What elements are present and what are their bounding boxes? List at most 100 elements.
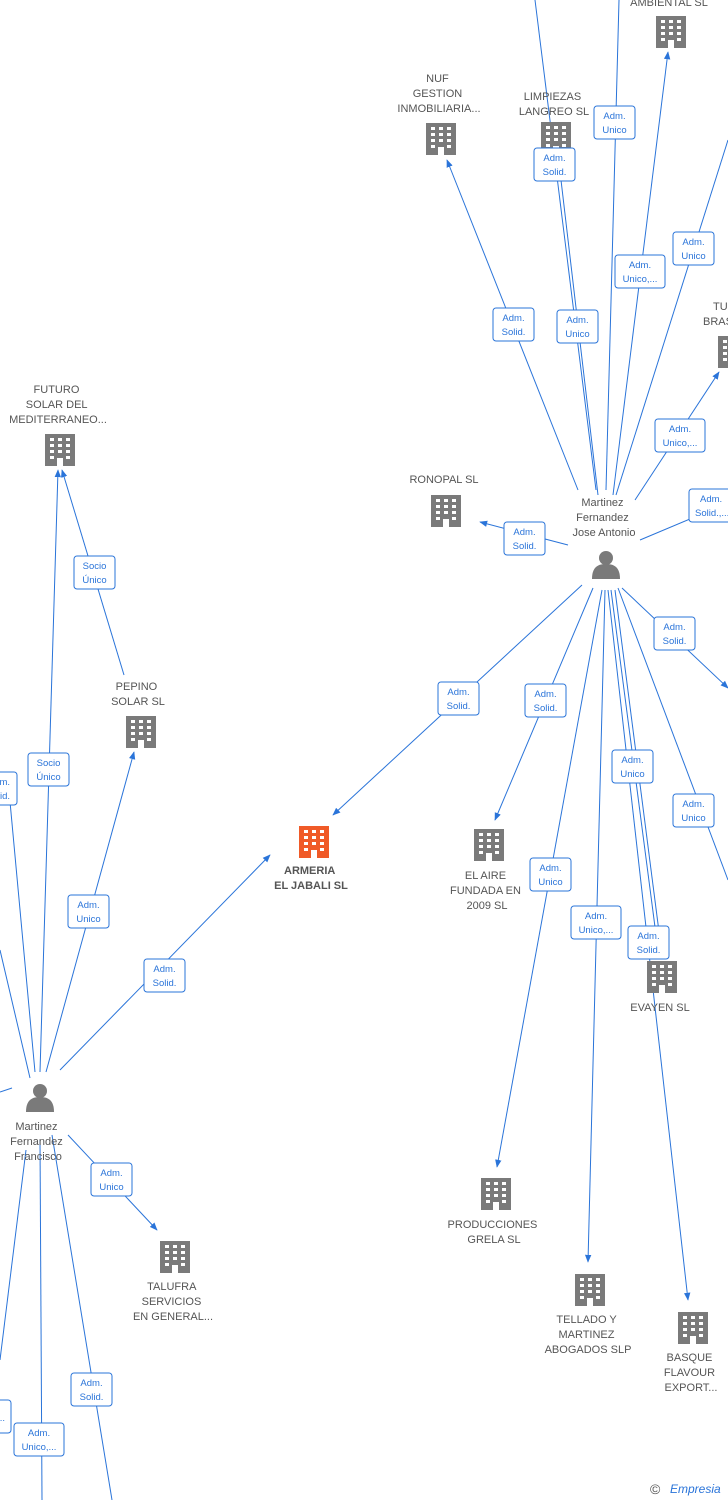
edge-label[interactable]: Adm.Solid. bbox=[143, 958, 186, 993]
edge-label[interactable]: Adm.Solid. bbox=[533, 147, 576, 182]
label-line: Adm. bbox=[80, 1378, 102, 1389]
edge-label[interactable]: Adm.Unico bbox=[593, 105, 636, 140]
company-node[interactable]: PEPINO SOLAR SL bbox=[111, 681, 165, 748]
label-line: Adm. bbox=[682, 799, 704, 810]
label-line: Martinez bbox=[15, 1121, 57, 1133]
edge-label[interactable]: Adm.Unico bbox=[611, 749, 654, 784]
label-line: NUF bbox=[426, 73, 449, 85]
company-node[interactable]: PRODUCCIONES GRELA SL bbox=[448, 1178, 541, 1246]
edge-label-text: Adm.Unico bbox=[681, 237, 705, 262]
edge-label-text: Adm.Unico,... bbox=[579, 911, 614, 936]
edge-label[interactable]: Adm.Solid. bbox=[70, 1372, 113, 1407]
label-line: Unico,... bbox=[579, 925, 614, 936]
label-line: EVAYEN SL bbox=[630, 1002, 690, 1014]
edge-label-text: Adm.Unico bbox=[565, 315, 589, 340]
building-icon bbox=[481, 1178, 511, 1210]
label-line: ABOGADOS SLP bbox=[545, 1344, 632, 1356]
focus-building-icon bbox=[299, 826, 329, 858]
label-line: Solid. bbox=[543, 167, 567, 178]
label-line: ARMERIA bbox=[284, 865, 335, 877]
person-node[interactable]: Martinez Fernandez Francisco bbox=[10, 1084, 66, 1163]
focus-company-node[interactable]: ARMERIA EL JABALI SL bbox=[274, 826, 348, 892]
edge-label[interactable]: ... bbox=[0, 1399, 12, 1434]
edge-label-text: m.lid. bbox=[0, 777, 10, 802]
building-icon bbox=[45, 434, 75, 466]
edge-label-text: Adm.Unico bbox=[681, 799, 705, 824]
company-label: LIMPIEZAS LANGREO SL bbox=[519, 91, 589, 118]
edge-label[interactable]: Adm.Solid. bbox=[437, 681, 480, 716]
edge-label-text: Adm. Unico bbox=[76, 900, 100, 925]
label-line: Adm. bbox=[153, 964, 175, 975]
edge-label[interactable]: Adm.Unico,... bbox=[570, 905, 622, 940]
company-node[interactable]: FUTURO SOLAR DEL MEDITERRANEO... bbox=[9, 384, 107, 466]
person-node[interactable]: Martinez Fernandez Jose Antonio bbox=[573, 497, 636, 579]
edge-label[interactable]: Adm.Solid. bbox=[653, 616, 696, 651]
label-line: Unico,... bbox=[663, 438, 698, 449]
edge-label[interactable]: Adm.Solid. bbox=[503, 521, 546, 556]
company-node[interactable]: TU BRAS bbox=[703, 301, 728, 368]
label-line: ... bbox=[0, 1413, 5, 1424]
edge-label[interactable]: Adm.Unico,... bbox=[13, 1422, 65, 1457]
label-line: Unico bbox=[681, 251, 705, 262]
label-line: EN GENERAL... bbox=[133, 1311, 213, 1323]
company-node[interactable]: BASQUE FLAVOUR EXPORT... bbox=[664, 1312, 718, 1394]
edge-label[interactable]: Adm.Solid. bbox=[492, 307, 535, 342]
edge-line bbox=[615, 139, 728, 496]
company-node[interactable]: NUF GESTION INMOBILIARIA... bbox=[397, 73, 481, 155]
edge-label[interactable]: Adm.Solid. bbox=[524, 683, 567, 718]
company-node[interactable]: LIMPIEZAS LANGREO SL bbox=[519, 91, 589, 154]
label-line: SOLAR SL bbox=[111, 696, 165, 708]
edge-label[interactable]: Adm. Unico bbox=[67, 894, 110, 929]
edge-label[interactable]: Adm.Unico,... bbox=[654, 418, 706, 453]
edge-label[interactable]: Adm.Solid. bbox=[627, 925, 670, 960]
label-line: Único bbox=[82, 575, 106, 586]
edge-line bbox=[534, 0, 597, 491]
label-line: Adm. bbox=[534, 689, 556, 700]
edge-line bbox=[0, 949, 31, 1079]
edge-label[interactable]: Adm.Unico bbox=[556, 309, 599, 344]
label-line: TELLADO Y bbox=[556, 1314, 617, 1326]
label-line: Fernandez bbox=[576, 512, 629, 524]
copyright-symbol: © bbox=[650, 1481, 661, 1497]
company-node[interactable]: RONOPAL SL bbox=[409, 474, 479, 527]
edge-label[interactable]: Adm.Unico,... bbox=[614, 254, 666, 289]
edge-label[interactable]: Adm.Unico bbox=[529, 857, 572, 892]
label-line: Socio bbox=[83, 561, 107, 572]
label-line: Solid. bbox=[637, 945, 661, 956]
company-node[interactable]: EL AIRE FUNDADA EN 2009 SL bbox=[450, 829, 524, 912]
building-icon bbox=[718, 336, 728, 368]
edge-label-text: Adm.Unico bbox=[620, 755, 644, 780]
label-line: m. bbox=[0, 777, 10, 788]
label-line: Unico bbox=[602, 125, 626, 136]
person-icon bbox=[26, 1084, 54, 1112]
company-node[interactable]: TALUFRA SERVICIOS EN GENERAL... bbox=[133, 1241, 213, 1323]
edge-label[interactable]: Adm.Unico bbox=[90, 1162, 133, 1197]
company-node[interactable]: TELLADO Y MARTINEZ ABOGADOS SLP bbox=[545, 1274, 632, 1356]
company-node[interactable]: EVAYEN SL bbox=[630, 961, 690, 1014]
label-line: Unico bbox=[76, 914, 100, 925]
building-icon bbox=[431, 495, 461, 527]
edge-label[interactable]: Adm.Solid.,... bbox=[688, 488, 728, 523]
edge-label[interactable]: m.lid. bbox=[0, 771, 18, 806]
building-icon bbox=[656, 16, 686, 48]
edge-label-text: ... bbox=[0, 1413, 5, 1424]
edge-line bbox=[0, 1149, 27, 1361]
label-line: Adm. bbox=[77, 900, 99, 911]
company-node[interactable]: AMBIENTAL SL bbox=[630, 0, 708, 48]
label-line: Adm. bbox=[539, 863, 561, 874]
edge-line bbox=[0, 1087, 13, 1093]
person-label: Martinez Fernandez Francisco bbox=[10, 1121, 66, 1163]
label-line: Unico bbox=[620, 769, 644, 780]
company-label: TELLADO Y MARTINEZ ABOGADOS SLP bbox=[545, 1314, 632, 1356]
label-line: Adm. bbox=[663, 622, 685, 633]
label-line: FLAVOUR bbox=[664, 1367, 715, 1379]
company-label: TALUFRA SERVICIOS EN GENERAL... bbox=[133, 1281, 213, 1323]
edge-label[interactable]: Adm.Unico bbox=[672, 793, 715, 828]
edge-label[interactable]: Adm.Unico bbox=[672, 231, 715, 266]
label-line: Solid. bbox=[447, 701, 471, 712]
